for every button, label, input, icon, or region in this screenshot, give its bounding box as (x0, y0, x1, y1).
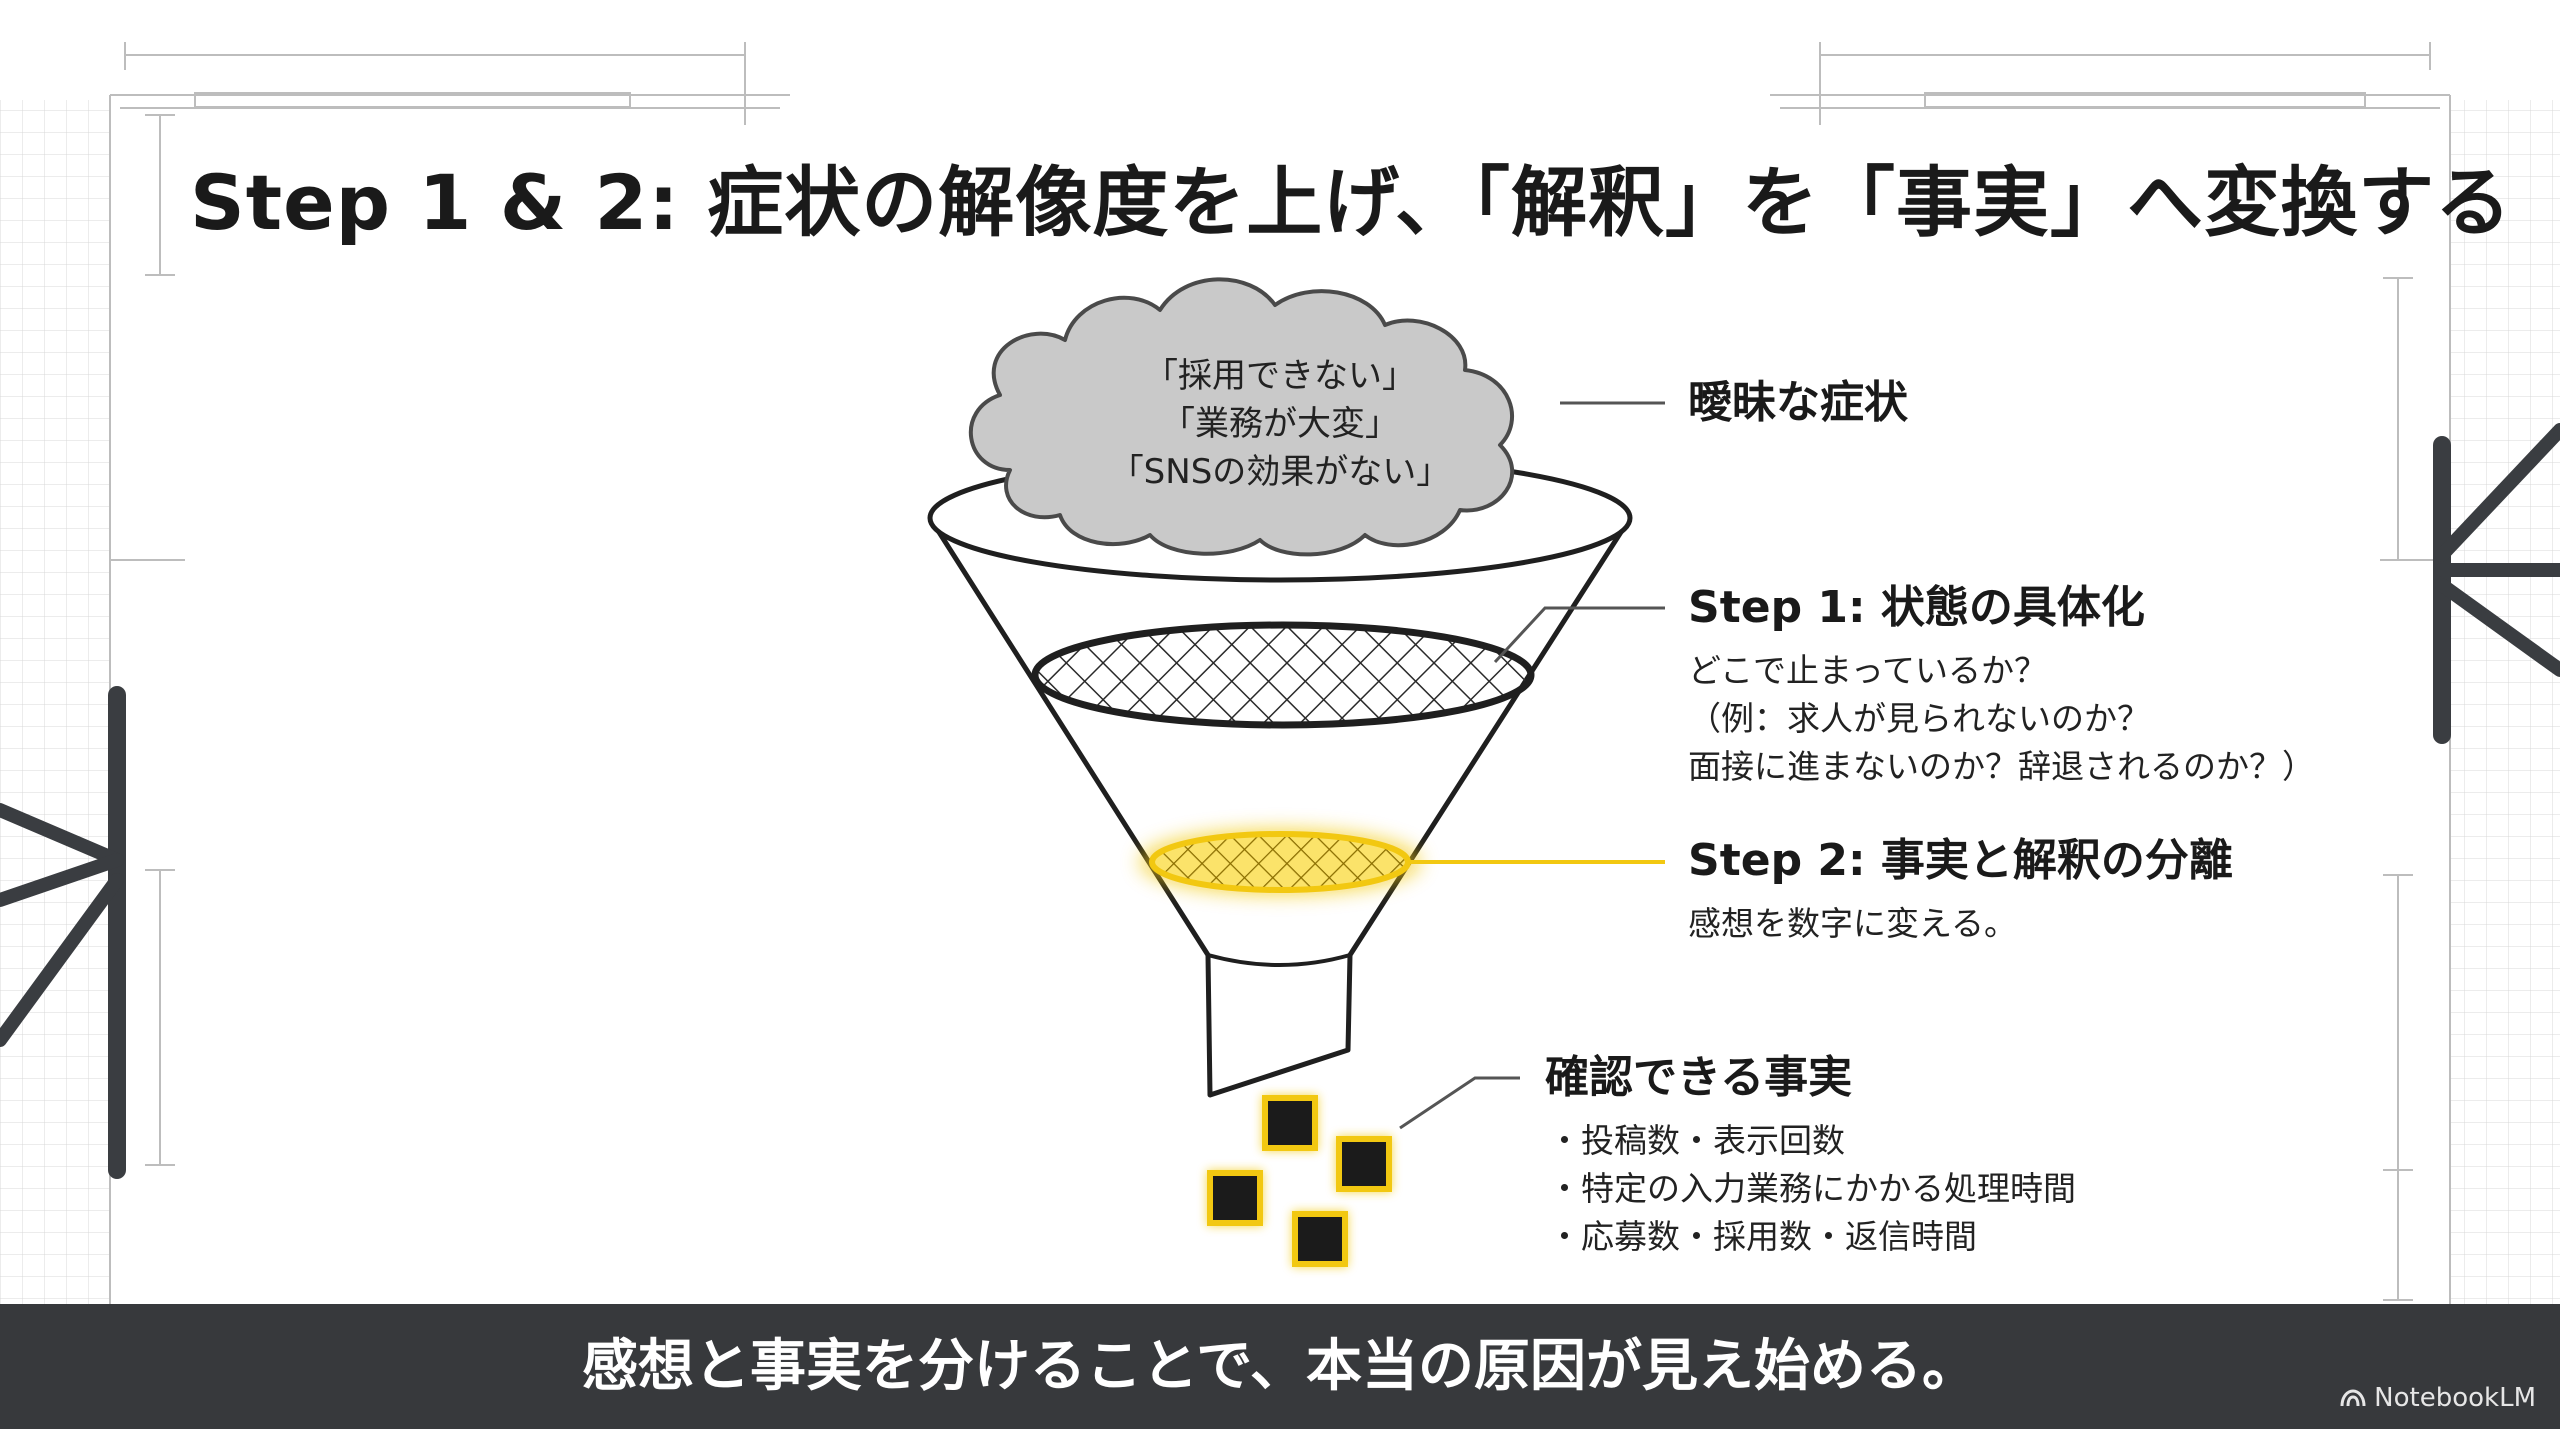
caption-text: 感想と事実を分けることで、本当の原因が見え始める。 (581, 1334, 1979, 1399)
notebooklm-icon (2340, 1389, 2366, 1407)
leader-lines (1399, 401, 1665, 1130)
left-grid-backdrop (0, 100, 110, 1304)
step1-heading: Step 1: 状態の具体化 (1688, 582, 2145, 633)
step1-mesh (1031, 621, 1535, 729)
fact-item: ・応募数・採用数・返信時間 (1548, 1217, 1977, 1256)
symptom-line: 「SNSの効果がない」 (1109, 452, 1451, 492)
fact-item: ・投稿数・表示回数 (1548, 1121, 1845, 1160)
left-truss (0, 686, 126, 1179)
step2-line: 感想を数字に変える。 (1688, 904, 2018, 943)
cloud-symptoms: 「採用できない」 「業務が大変」 「SNSの効果がない」 (1050, 352, 1510, 496)
cloud-shape (968, 277, 1515, 557)
step1-line: （例：求人が見られないのか？ (1688, 699, 2150, 738)
page-title: Step 1 & 2: 症状の解像度を上げ、「解釈」を「事実」へ変換する (190, 158, 2512, 247)
step1-line: 面接に進まないのか？辞退されるのか？） (1688, 747, 2315, 786)
brand-watermark: NotebookLM (2340, 1381, 2536, 1415)
symptom-line: 「採用できない」 (1144, 356, 1416, 396)
facts-heading: 確認できる事実 (1545, 1052, 1853, 1103)
fact-squares (1207, 1095, 1392, 1267)
fact-item: ・特定の入力業務にかかる処理時間 (1548, 1169, 2076, 1208)
step1-line: どこで止まっているか？ (1688, 651, 2048, 690)
step1-description: どこで止まっているか？ （例：求人が見られないのか？ 面接に進まないのか？辞退さ… (1688, 647, 2315, 791)
caption-bar (0, 1304, 2560, 1429)
brand-name: NotebookLM (2374, 1383, 2536, 1413)
label-vague-symptoms: 曖昧な症状 (1688, 377, 1908, 428)
step2-description: 感想を数字に変える。 (1688, 900, 2017, 948)
step2-heading: Step 2: 事実と解釈の分離 (1688, 835, 2233, 886)
step2-mesh (1140, 830, 1420, 894)
right-truss (2433, 423, 2560, 744)
right-grid-backdrop (2450, 100, 2560, 1304)
symptom-line: 「業務が大変」 (1161, 404, 1399, 444)
facts-list: ・投稿数・表示回数 ・特定の入力業務にかかる処理時間 ・応募数・採用数・返信時間 (1548, 1117, 2076, 1261)
